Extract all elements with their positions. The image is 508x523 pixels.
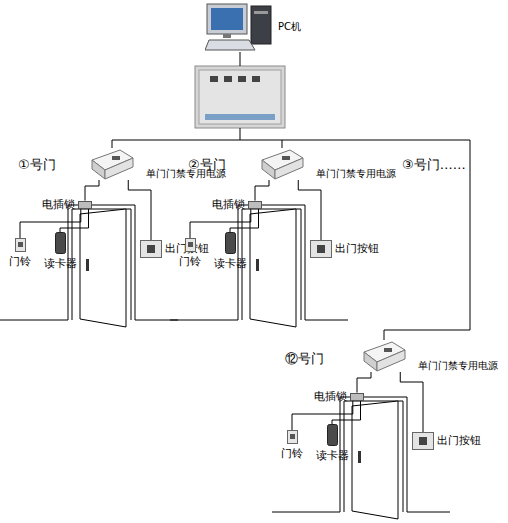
- button-icon: [140, 240, 162, 258]
- lock-node: 电插锁: [314, 390, 364, 403]
- wire-connector: [298, 180, 321, 240]
- wire-connector: [255, 180, 269, 201]
- bell-node: 门铃: [281, 430, 303, 460]
- node-label: 读卡器: [44, 257, 77, 270]
- lock-node: 电插锁: [42, 198, 92, 211]
- power-icon: [90, 148, 135, 180]
- node-label: 单门门禁专用电源: [418, 360, 498, 372]
- wire-connector: [20, 209, 81, 238]
- node-label: 读卡器: [316, 449, 349, 462]
- lock-icon: [248, 201, 262, 209]
- power-icon: [260, 148, 305, 180]
- bell-icon: [287, 430, 298, 444]
- bell-node: 门铃: [179, 238, 201, 268]
- pc-icon: [205, 2, 275, 52]
- node-label: PC机: [278, 21, 301, 33]
- wire-connector: [128, 180, 151, 240]
- wire-connector: [190, 209, 251, 238]
- node-label: 电插锁: [42, 198, 75, 211]
- pc-node: PC机: [205, 2, 301, 52]
- bus-wire: [112, 52, 470, 340]
- door-number: ⑫号门: [285, 350, 324, 368]
- lock-icon: [350, 393, 364, 401]
- node-label: 出门按钮: [437, 434, 481, 447]
- button-icon: [310, 240, 332, 258]
- button-node: 出门按钮: [310, 240, 379, 258]
- wire-connector: [292, 401, 353, 430]
- power-icon: [362, 340, 407, 372]
- wire-connector: [60, 209, 89, 232]
- node-label: 门铃: [179, 255, 201, 268]
- node-label: 读卡器: [214, 257, 247, 270]
- node-label: 电插锁: [212, 198, 245, 211]
- door-number: ③号门……: [402, 156, 466, 174]
- power-node: 单门门禁专用电源: [260, 148, 396, 180]
- wire-connector: [400, 372, 423, 432]
- node-label: 电插锁: [314, 390, 347, 403]
- reader-node: 读卡器: [214, 232, 247, 270]
- wire-connector: [85, 180, 99, 201]
- wire-connector: [230, 209, 259, 232]
- button-icon: [412, 432, 434, 450]
- power-node: 单门门禁专用电源: [362, 340, 498, 372]
- door-number: ①号门: [18, 156, 56, 174]
- bell-icon: [185, 238, 196, 252]
- wire-connector: [357, 372, 371, 393]
- reader-node: 读卡器: [316, 424, 349, 462]
- controller-box: [195, 66, 285, 128]
- wire-connector: [332, 401, 361, 424]
- node-label: 单门门禁专用电源: [316, 168, 396, 180]
- reader-icon: [225, 232, 236, 254]
- bell-icon: [15, 238, 26, 252]
- bell-node: 门铃: [9, 238, 31, 268]
- lock-node: 电插锁: [212, 198, 262, 211]
- reader-node: 读卡器: [44, 232, 77, 270]
- lock-icon: [78, 201, 92, 209]
- node-label: 门铃: [9, 255, 31, 268]
- button-node: 出门按钮: [412, 432, 481, 450]
- node-label: 出门按钮: [335, 242, 379, 255]
- node-label: 门铃: [281, 447, 303, 460]
- door-number: ②号门: [188, 156, 226, 174]
- reader-icon: [55, 232, 66, 254]
- reader-icon: [327, 424, 338, 446]
